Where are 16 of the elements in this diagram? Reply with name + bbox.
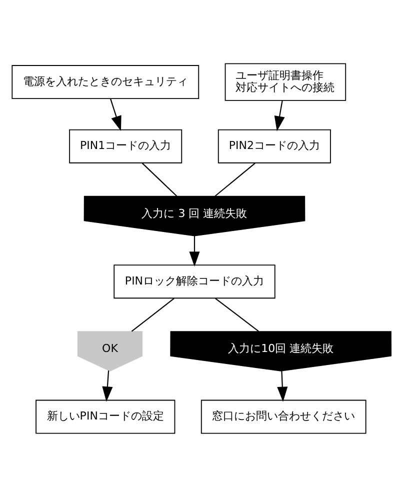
node-box: 窓口にお問い合わせください (200, 400, 366, 434)
connector (214, 162, 256, 197)
connector (215, 298, 259, 332)
arrow (189, 236, 200, 267)
node-box: PINロック解除コードの入力 (114, 264, 276, 299)
node-box: ユーザ証明書操作 対応サイトへの接続 (224, 63, 346, 101)
arrow (277, 370, 288, 402)
node-box: 新しいPINコードの設定 (36, 400, 176, 434)
connector (131, 298, 174, 332)
arrow (102, 370, 113, 402)
node-box: PIN2コードの入力 (218, 129, 331, 164)
node-box: 電源を入れたときのセキュリティ (12, 65, 200, 100)
arrow (274, 100, 285, 132)
connector (142, 162, 178, 197)
arrow (110, 98, 122, 132)
node-box: PIN1コードの入力 (69, 129, 182, 164)
